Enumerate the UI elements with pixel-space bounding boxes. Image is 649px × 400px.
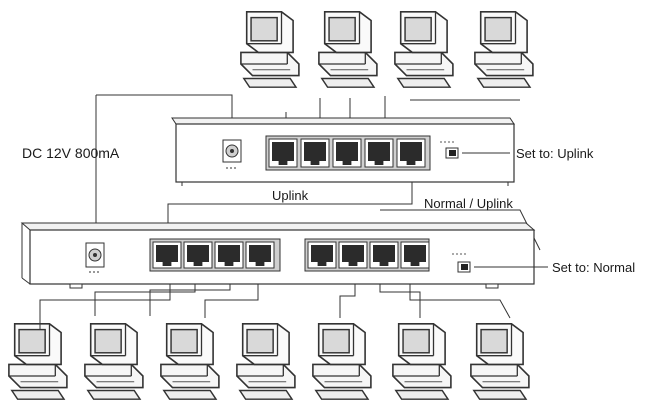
top-computer-2 [318,11,378,88]
power-jack-top [222,139,242,169]
top-switch-setting-label: Set to: Uplink [516,146,594,161]
bottom-computer-2 [84,323,144,400]
top-computer-4 [474,11,534,88]
bottom-computer-1 [8,323,68,400]
bottom-switch [20,222,536,289]
uplink-port-label: Uplink [272,188,309,203]
top-ports [268,138,426,168]
power-jack-bottom [85,242,105,273]
top-port-5 [396,138,426,168]
bottom-computer-5 [312,323,372,400]
bottom-computer-7 [470,323,530,400]
bottom-port-7 [369,241,399,269]
bottom-port-8 [400,241,430,269]
bottom-port-5 [307,241,337,269]
uplink-cable [167,170,413,240]
bottom-computer-4 [236,323,296,400]
bottom-port-3 [214,241,244,269]
bottom-computer-6 [392,323,452,400]
bottom-port-2 [183,241,213,269]
bottom-switch-setting-label: Set to: Normal [552,260,635,275]
top-switch [171,117,515,186]
bottom-computers [8,323,530,400]
normal-uplink-switch-bottom[interactable] [452,253,471,273]
power-cable-top [96,94,233,120]
top-computer-1 [240,11,300,88]
top-port-3 [332,138,362,168]
bottom-computer-3 [160,323,220,400]
bottom-port-6 [338,241,368,269]
top-computer-3 [394,11,454,88]
bottom-port-4 [245,241,275,269]
normal-uplink-label: Normal / Uplink [424,196,513,211]
top-port-4 [364,138,394,168]
power-label: DC 12V 800mA [22,145,120,161]
normal-uplink-switch-top[interactable] [440,141,459,159]
top-computers [240,11,534,88]
bottom-ports [152,241,430,269]
top-port-1 [268,138,298,168]
top-port-2 [300,138,330,168]
bottom-port-1 [152,241,182,269]
